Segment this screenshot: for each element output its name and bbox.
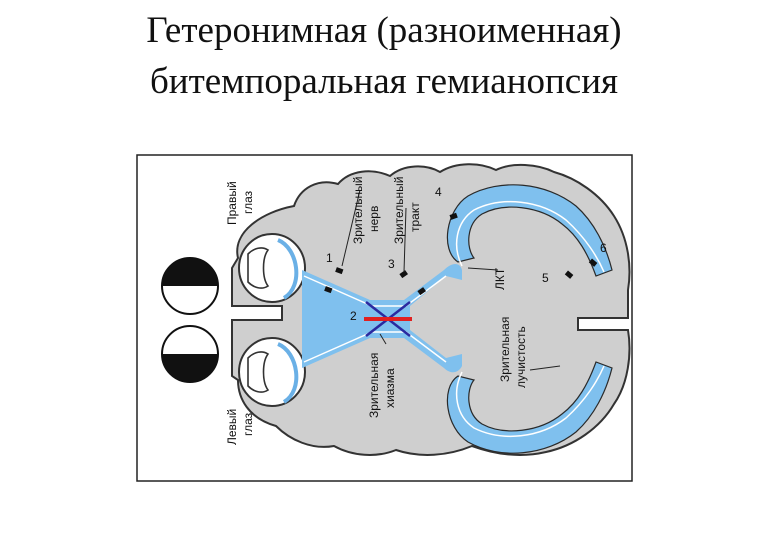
title-line-2: битемпоральная гемианопсия <box>149 61 619 102</box>
label-radiation-2: лучистость <box>514 326 528 388</box>
marker-6: 6 <box>600 241 607 255</box>
leader-lines <box>341 189 561 371</box>
label-left-eye-1: Левый <box>225 409 239 445</box>
label-radiation-1: Зрительная <box>498 317 512 382</box>
label-optic-nerve-2: нерв <box>367 206 381 232</box>
left-eye <box>238 337 306 407</box>
lesion-markers <box>324 212 598 296</box>
label-chiasm-2: хиазма <box>383 368 397 408</box>
label-optic-tract-1: Зрительный <box>392 177 406 244</box>
title-line-1: Гетеронимная (разноименная) <box>146 10 622 51</box>
brain-section <box>231 163 631 456</box>
marker-3: 3 <box>388 257 395 271</box>
left-eye-visual-field <box>161 325 219 383</box>
label-optic-nerve-1: Зрительный <box>351 177 365 244</box>
right-eye <box>238 233 306 303</box>
right-eye-visual-field <box>161 257 219 315</box>
marker-5: 5 <box>542 271 549 285</box>
label-right-eye-2: глаз <box>241 190 255 214</box>
label-left-eye-2: глаз <box>241 412 255 436</box>
pathway-fibers <box>303 201 605 437</box>
label-lgn: ЛКТ <box>493 267 507 290</box>
marker-4: 4 <box>435 185 442 199</box>
label-chiasm-1: Зрительная <box>367 353 381 418</box>
label-right-eye-1: Правый <box>225 181 239 225</box>
label-optic-tract-2: тракт <box>408 202 422 232</box>
marker-2: 2 <box>350 309 357 323</box>
marker-1: 1 <box>326 251 333 265</box>
